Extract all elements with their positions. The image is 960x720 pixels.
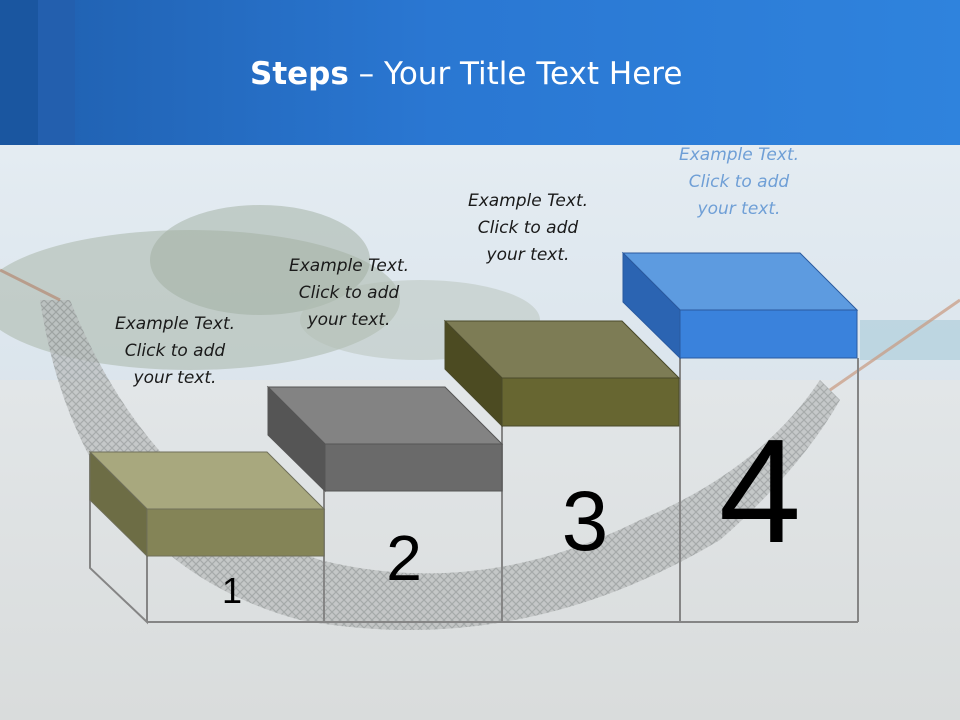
step-block-4[interactable] [621, 251, 859, 360]
step-label-line: Click to add [688, 172, 790, 192]
step-label-line: Example Text. [114, 314, 236, 334]
banner-stripe [0, 0, 38, 145]
step-outline-1 [89, 454, 148, 625]
slide-title-rest: – Your Title Text Here [348, 56, 683, 92]
step-block-2[interactable] [266, 385, 504, 493]
step-label-line: Click to add [298, 283, 400, 303]
step-block-1-front [146, 508, 325, 557]
step-label-line: Example Text. [678, 145, 800, 165]
step-block-2-front [324, 443, 503, 492]
step-label-1[interactable]: Example Text. Click to add your text. [90, 311, 260, 392]
step-label-2[interactable]: Example Text. Click to add your text. [264, 253, 434, 334]
step-number-2: 2 [386, 522, 422, 594]
title-banner [0, 0, 960, 145]
step-block-3-front [501, 377, 680, 427]
step-label-line: your text. [486, 245, 570, 265]
step-label-line: your text. [133, 368, 217, 388]
step-label-line: Example Text. [467, 191, 589, 211]
step-label-3[interactable]: Example Text. Click to add your text. [443, 188, 613, 269]
step-number-3: 3 [561, 474, 609, 568]
step-label-line: Click to add [124, 341, 226, 361]
step-label-line: your text. [307, 310, 391, 330]
step-label-line: Click to add [477, 218, 579, 238]
step-block-3[interactable] [443, 319, 681, 428]
step-block-1[interactable] [88, 450, 326, 558]
step-number-4: 4 [718, 409, 802, 574]
banner-stripe [38, 0, 75, 145]
step-number-1: 1 [221, 570, 243, 611]
slide-title-bold: Steps [250, 56, 349, 92]
slide-title[interactable]: Steps – Your Title Text Here [250, 56, 682, 92]
step-label-4[interactable]: Example Text. Click to add your text. [654, 142, 824, 223]
step-label-line: your text. [697, 199, 781, 219]
step-block-4-front [679, 309, 858, 359]
step-label-line: Example Text. [288, 256, 410, 276]
